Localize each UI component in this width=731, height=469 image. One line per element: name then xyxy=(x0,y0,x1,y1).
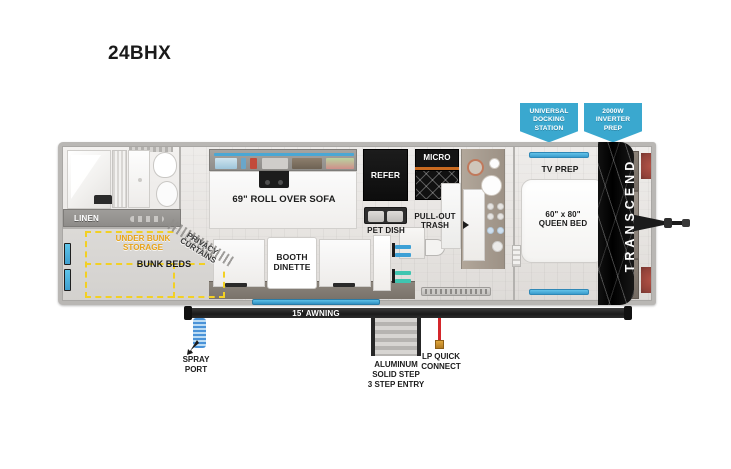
spray-port-label: SPRAY PORT xyxy=(182,355,210,374)
dinette-table xyxy=(267,237,317,289)
tv-prep-window-icon xyxy=(529,152,589,158)
bunk-divider-dashed xyxy=(85,263,205,265)
shower-pan xyxy=(67,150,112,209)
shower-step xyxy=(94,195,112,204)
front-cap-decor-icon xyxy=(641,153,651,179)
shelf-decor-icon xyxy=(250,158,257,169)
sink-bowl-large-icon xyxy=(481,175,502,196)
entry-side-cabinet xyxy=(373,235,391,291)
rear-window-icon xyxy=(64,269,71,291)
tv-prep-label: TV PREP xyxy=(541,164,579,174)
dinette-bench-right xyxy=(319,239,371,287)
shelf-decor-icon xyxy=(292,158,322,169)
galley-cabinet-door xyxy=(441,183,461,249)
sink-bowl-small-icon xyxy=(489,158,500,169)
brand-name: TRANSCEND xyxy=(623,157,634,273)
bench-trim xyxy=(333,283,355,287)
decor-accent-icon xyxy=(395,245,411,249)
knob-icon xyxy=(497,203,504,210)
knob-icon xyxy=(487,213,494,220)
shower-curtain-icon xyxy=(112,150,127,208)
knob-icon xyxy=(487,203,494,210)
feature-badge-row: UNIVERSAL DOCKING STATION 2000W INVERTER… xyxy=(520,103,642,143)
badge-inverter-prep: 2000W INVERTER PREP xyxy=(584,103,642,143)
shelf-decor-icon xyxy=(215,158,237,169)
lp-quick-connect-line-icon xyxy=(438,318,441,342)
decor-accent-icon xyxy=(395,253,411,257)
bathroom-vanity xyxy=(128,150,150,208)
rv-body-outline: LINEN UNDER BUNK STORAGE BUNK BEDS PRIVA… xyxy=(58,142,656,305)
page-title: 24BHX xyxy=(108,43,172,64)
badge-line: PREP xyxy=(603,124,623,132)
badge-line: INVERTER xyxy=(595,116,631,124)
bench-trim xyxy=(225,283,247,287)
spray-port-nozzle-icon xyxy=(185,340,199,355)
aluminum-step-label: ALUMINUM SOLID STEP 3 STEP ENTRY xyxy=(367,360,425,389)
cooktop-trim xyxy=(415,167,459,170)
knob-icon xyxy=(492,241,503,252)
rear-window-icon xyxy=(64,243,71,265)
knob-icon xyxy=(487,227,494,234)
lp-quick-connect-label: LP QUICK CONNECT xyxy=(421,352,461,371)
pointer-arrow-icon xyxy=(463,221,469,229)
shelf-decor-icon xyxy=(241,158,246,169)
front-cap-decor-icon xyxy=(641,267,651,293)
front-cap: TRANSCEND xyxy=(598,142,634,305)
decor-stem-icon xyxy=(392,269,395,283)
linen-label: LINEN xyxy=(74,214,99,223)
shelf-decor-icon xyxy=(262,158,288,169)
decor-stem-icon xyxy=(392,243,395,257)
bunk-vertical-divider-dashed xyxy=(173,263,175,298)
sofa-table-icon xyxy=(259,171,289,188)
knob-icon xyxy=(497,213,504,220)
awning-fabric xyxy=(252,299,380,305)
spray-port-hose-icon xyxy=(193,318,206,348)
bedroom-window-icon xyxy=(529,289,589,295)
decor-accent-icon xyxy=(395,271,411,275)
badge-line: UNIVERSAL xyxy=(529,108,569,115)
nozzle-svg xyxy=(187,340,199,355)
decor-accent-icon xyxy=(395,279,411,283)
awning-rail xyxy=(184,306,632,320)
toilet-bowl-icon xyxy=(156,181,178,207)
knob-icon xyxy=(497,227,504,234)
bed-side-ladder-icon xyxy=(512,245,521,267)
refrigerator xyxy=(363,149,408,201)
badge-line: DOCKING xyxy=(533,116,565,124)
awning-label: 15' AWNING xyxy=(292,309,340,318)
shelf-decor-icon xyxy=(326,158,354,169)
lp-quick-connect-fitting-icon xyxy=(435,340,444,349)
badge-line: 2000W xyxy=(602,108,624,115)
badge-line: STATION xyxy=(534,124,564,132)
rv-interior-floor: LINEN UNDER BUNK STORAGE BUNK BEDS PRIVA… xyxy=(62,146,652,301)
front-cap-graphic xyxy=(598,142,634,305)
linen-cabinet: LINEN xyxy=(63,209,181,227)
aluminum-solid-step xyxy=(371,318,421,356)
hitch-a-frame-icon xyxy=(630,212,690,234)
overhead-cabinet xyxy=(209,149,357,171)
burner-icon xyxy=(467,159,484,176)
toilet-tank-icon xyxy=(153,152,177,178)
hitch-svg xyxy=(630,214,690,232)
bedroom-divider-wall xyxy=(513,147,515,300)
queen-bed xyxy=(521,179,605,263)
pet-dish xyxy=(364,207,407,224)
entry-step-tread xyxy=(425,289,487,294)
badge-universal-docking-station: UNIVERSAL DOCKING STATION xyxy=(520,103,578,143)
cabinet-knobs-icon xyxy=(130,216,164,222)
towel-bar-icon xyxy=(129,147,173,152)
bathroom xyxy=(63,147,181,217)
